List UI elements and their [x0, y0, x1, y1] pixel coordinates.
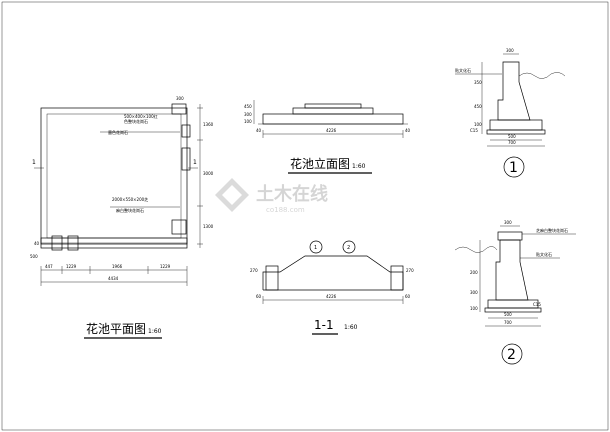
elev-base: [262, 113, 404, 125]
detail-2: 芝麻白整块花岗石 贴文化石 300 500 700 200 300 C15 10…: [454, 220, 576, 365]
detail1-circle: [503, 156, 525, 178]
elev-dim-overall: 4226: [326, 128, 337, 133]
elev-raise: [292, 107, 374, 115]
detail1-soil: [518, 72, 566, 79]
detail1-label: 贴文化石: [455, 67, 471, 73]
detail-1: 贴文化石 300 500 700 350 450 100 C15 1: [455, 48, 566, 178]
plan-cap-mid: [181, 124, 191, 138]
section-11-title: 1-1: [314, 318, 334, 332]
detail2-dim-top: 300: [504, 220, 512, 225]
detail2-dim-h1: 200: [470, 270, 478, 275]
detail1-wall: [497, 61, 531, 121]
sec-circle-2-label: 2: [347, 245, 350, 251]
detail2-dim-h4: 100: [470, 306, 478, 311]
sec-dim-overall: 4226: [326, 294, 337, 299]
sec-dim-right-h: 270: [406, 268, 414, 273]
plan-note-c2: 麻白整块花岗石: [116, 207, 144, 213]
section-11-scale: 1:60: [344, 324, 358, 331]
elev-dim-h3: 100: [244, 119, 252, 124]
plan-dim-left-small: 40: [34, 241, 40, 246]
detail1-dim-h4: C15: [470, 128, 478, 133]
detail1-circle-label: 1: [509, 160, 518, 176]
sec-dim-left-w: 60: [256, 294, 262, 299]
plan-dim-top-right: 300: [176, 96, 184, 101]
detail2-dim-inner: 500: [504, 312, 512, 317]
plan-dim-right-top: 1360: [203, 122, 214, 127]
detail2-soil: [454, 246, 498, 253]
plan-cap-top: [171, 103, 187, 115]
elevation-title: 花池立面图: [290, 156, 350, 171]
plan-dim-d4: 447: [45, 264, 53, 269]
detail2-dim-width: 700: [504, 320, 512, 325]
plan-dim-right-mid: 3000: [203, 171, 214, 176]
plan-dim-d3: 1229: [160, 264, 171, 269]
sec-circle-2: [342, 240, 356, 254]
detail2-base: [484, 307, 542, 313]
detail2-footing: [487, 299, 539, 309]
watermark-main: 土木在线: [256, 183, 328, 205]
detail1-dim-h2: 100: [474, 122, 482, 127]
sec-right-wall: [390, 265, 404, 291]
elev-dim-h1: 450: [244, 104, 252, 109]
detail2-label-mid: 贴文化石: [536, 251, 552, 257]
sec-circle-1: [309, 240, 323, 254]
plan-cap-bot: [171, 219, 187, 235]
plan-note-b1: 500×400×100红: [124, 113, 158, 119]
watermark-sub: co188.com: [266, 206, 305, 214]
detail1-footing: [489, 119, 543, 131]
detail2-wall: [495, 239, 529, 301]
watermark-logo: [215, 178, 249, 212]
sec-dim-right-w: 60: [405, 294, 411, 299]
sec-dim-left-h: 270: [250, 268, 258, 273]
plan-dim-d2: 1966: [112, 264, 123, 269]
sec-soil-profile: [262, 255, 404, 290]
sec-left-wall: [265, 265, 279, 291]
plan-outer-wall: [40, 107, 188, 245]
elev-dim-right: 40: [405, 128, 411, 133]
plan-dim-overall: 4434: [108, 276, 119, 281]
detail1-dim-inner: 500: [508, 134, 516, 139]
plan-note-b2: 色整块花岗石: [124, 118, 148, 124]
section-11-view: 1 2 4226 270 270 60 60 1-1 1:60: [250, 240, 414, 335]
plan-view: 1 1 墨色花岗石 500×400×100红 色整块花岗石 2000×550×2…: [30, 96, 214, 339]
plan-dim-left-bot: 500: [30, 254, 38, 259]
elev-top: [304, 103, 362, 109]
elevation-scale: 1:60: [352, 163, 366, 170]
plan-title: 花池平面图: [86, 321, 146, 336]
detail1-dim-h3: 450: [474, 104, 482, 109]
detail2-dim-h3: C15: [533, 302, 541, 307]
detail1-dim-width: 700: [508, 140, 516, 145]
plan-scale: 1:60: [148, 328, 162, 335]
detail2-label-top: 芝麻白整块花岗石: [536, 227, 568, 233]
elev-dim-left: 40: [256, 128, 262, 133]
watermark: 土木在线 co188.com: [215, 178, 328, 214]
elev-dim-h2: 300: [244, 112, 252, 117]
sec-circle-1-label: 1: [314, 245, 317, 251]
detail2-circle: [501, 343, 523, 365]
detail2-circle-label: 2: [507, 347, 516, 363]
detail1-dim-top: 300: [506, 48, 514, 53]
plan-dim-right-bot: 1300: [203, 224, 214, 229]
plan-dim-d1: 1229: [66, 264, 77, 269]
plan-cap-mid2: [181, 147, 191, 171]
plan-section-mark-left: 1: [32, 159, 36, 166]
elevation-view: 4226 40 40 450 300 100 花池立面图 1:60: [244, 100, 411, 174]
detail1-dim-h1: 350: [474, 80, 482, 85]
detail2-cap: [497, 231, 523, 241]
detail1-base: [486, 129, 546, 135]
detail2-dim-h2: 300: [470, 290, 478, 295]
plan-section-mark-right: 1: [193, 159, 197, 166]
plan-note-c1: 2000×550×200芝: [112, 196, 148, 202]
